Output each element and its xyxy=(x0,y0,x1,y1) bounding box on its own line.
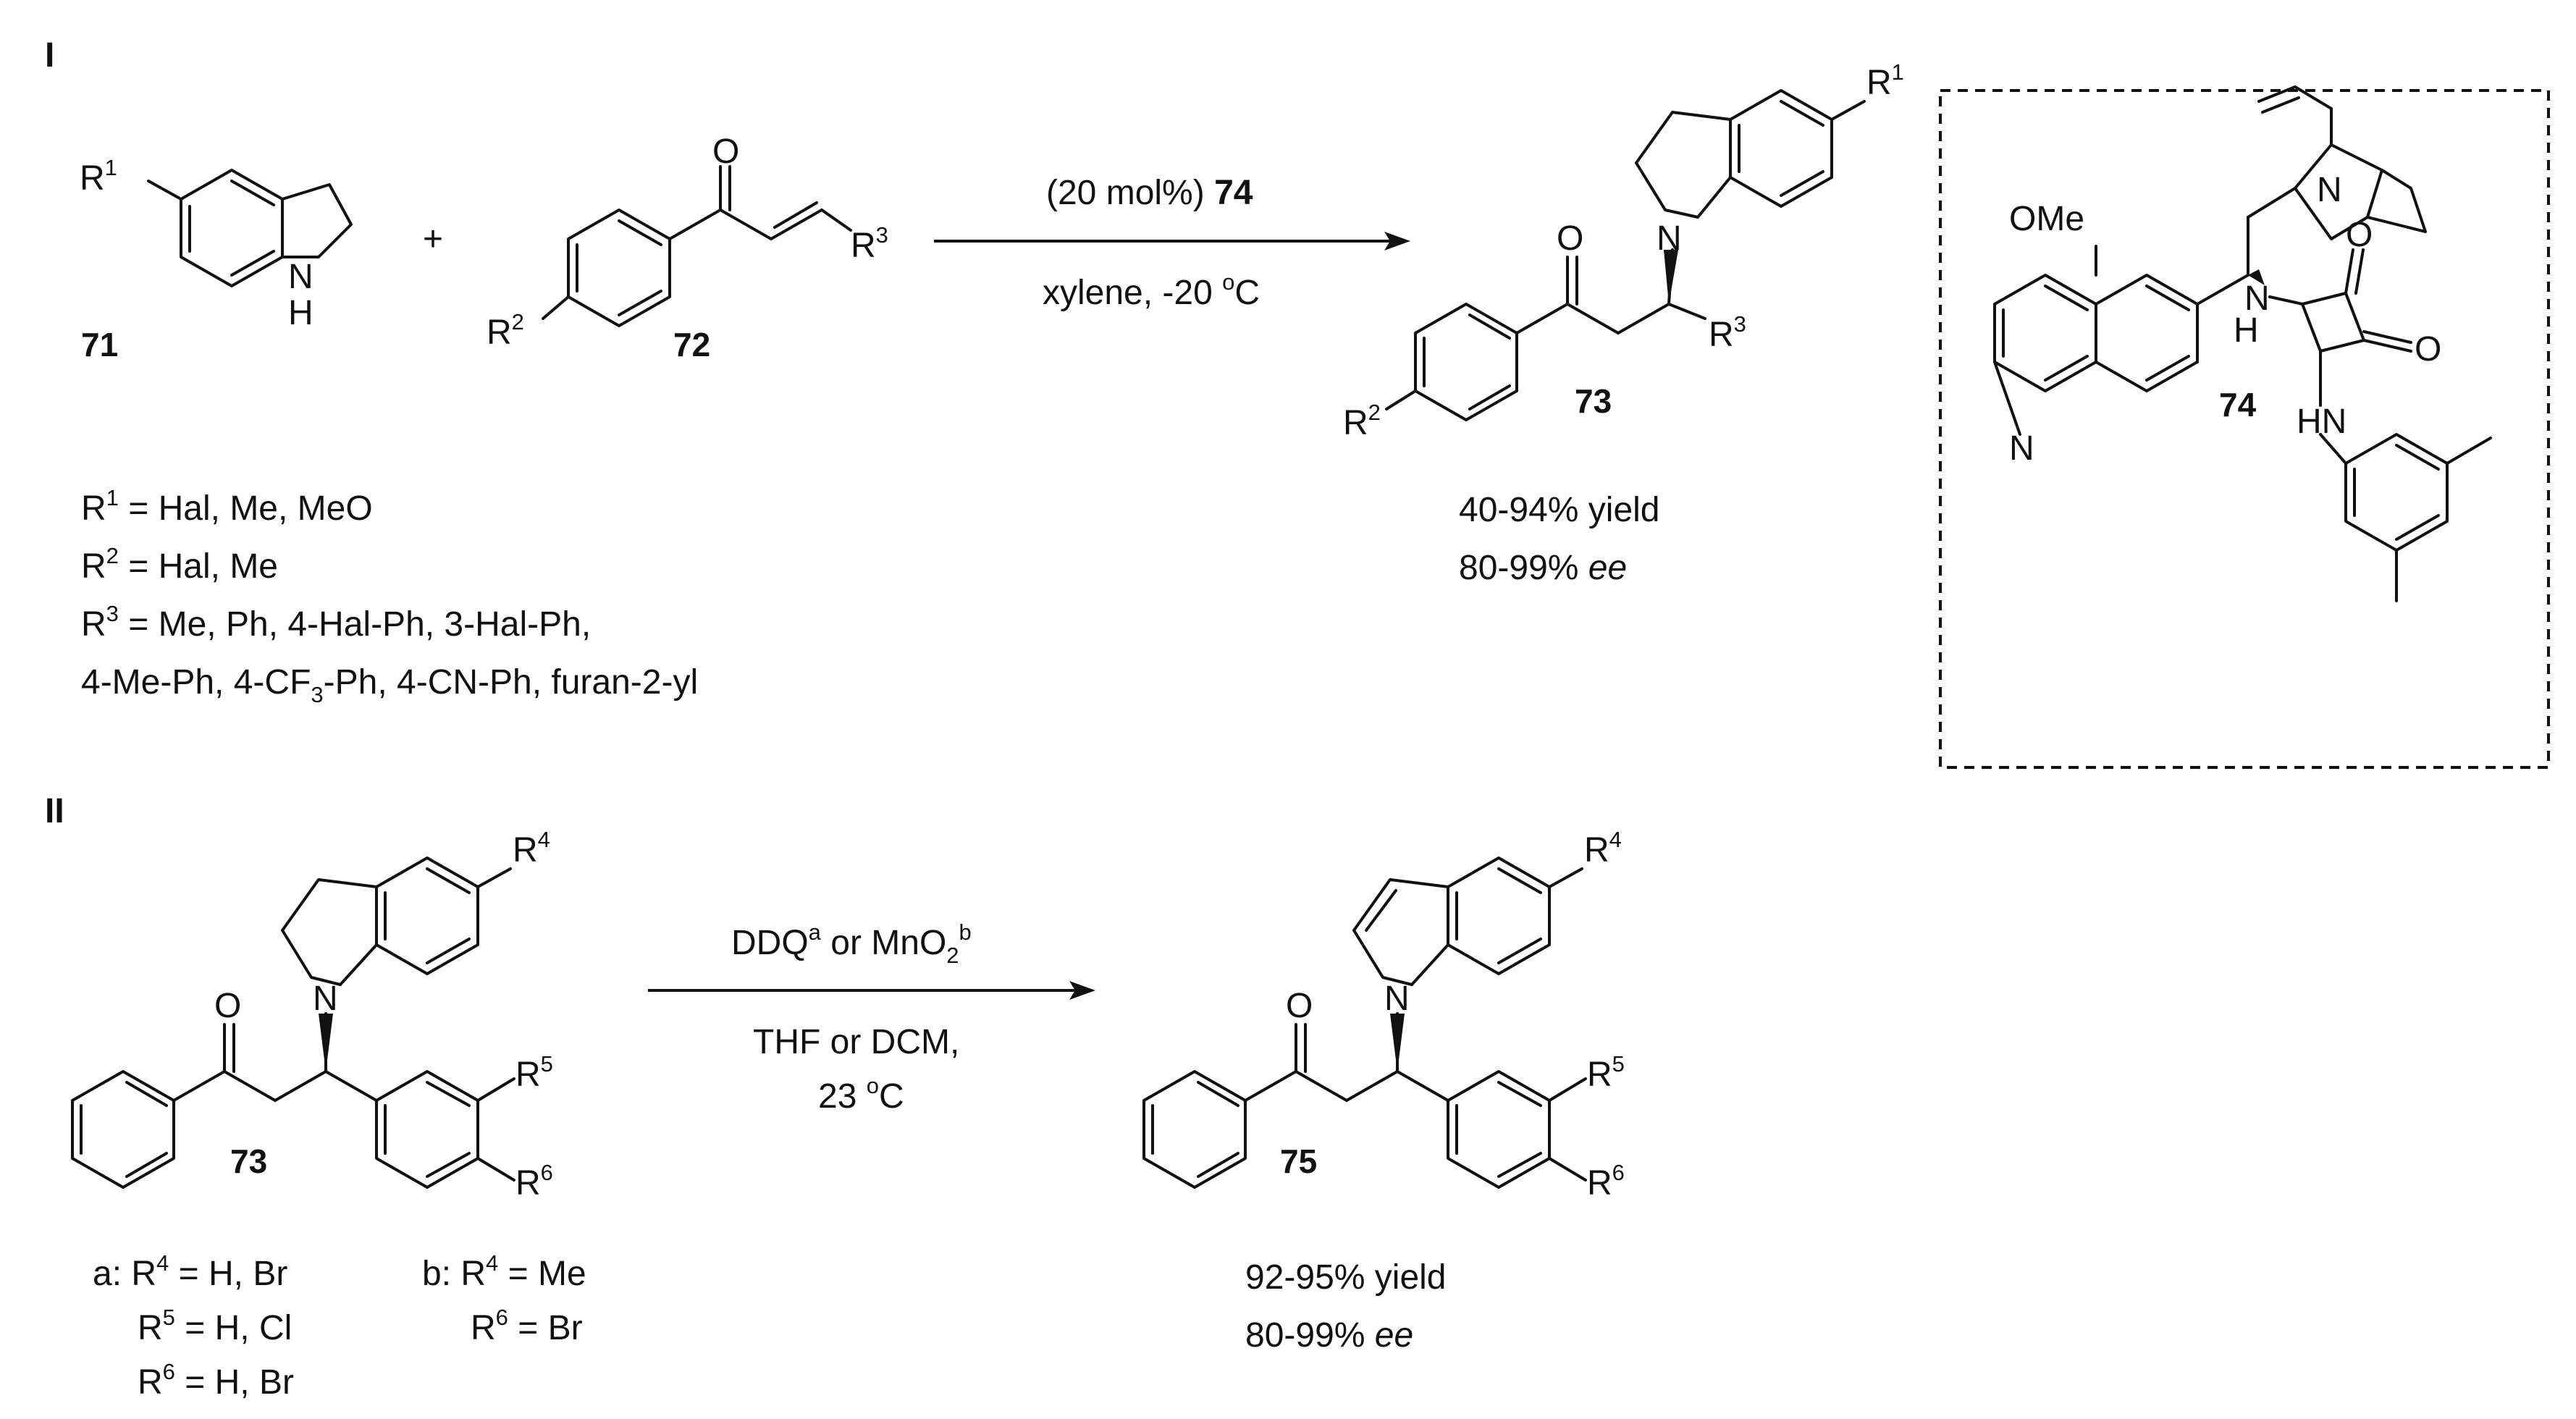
conditions-I: xylene, -20 oC xyxy=(1043,269,1260,312)
nitrogen-label-75: N xyxy=(1384,980,1410,1018)
a-r6-definition: R6 = H, Br xyxy=(138,1359,294,1402)
compound-label-75: 75 xyxy=(1280,1142,1317,1180)
ee-I: 80-99% ee xyxy=(1459,549,1627,587)
r2-label-72: R2 xyxy=(487,309,524,352)
yield-I: 40-94% yield xyxy=(1459,491,1660,529)
oxygen-label-75: O xyxy=(1286,987,1313,1025)
indoline-71-structure xyxy=(147,169,353,287)
r1-label-73: R1 xyxy=(1866,59,1904,102)
compound-label-72: 72 xyxy=(673,326,710,363)
squaramide-o2-label-74: O xyxy=(2415,330,2441,369)
oxygen-label-72: O xyxy=(712,132,739,171)
r3-definition: R3 = Me, Ph, 4-Hal-Ph, 3-Hal-Ph, xyxy=(81,601,591,644)
r2-definition: R2 = Hal, Me xyxy=(81,543,278,586)
stereo-wedge-74 xyxy=(2248,269,2265,285)
stereo-wedge-73b xyxy=(319,1014,333,1071)
yield-II: 92-95% yield xyxy=(1245,1258,1447,1297)
r3-definition-cont: 4-Me-Ph, 4-CF3-Ph, 4-CN-Ph, furan-2-yl xyxy=(81,663,698,707)
nitrogen-label-73: N xyxy=(1657,219,1682,258)
r1-label-71: R1 xyxy=(80,155,117,198)
nh-label-71: N xyxy=(288,258,313,296)
b-r4-definition: b: R4 = Me xyxy=(422,1250,586,1293)
temperature-II: 23 oC xyxy=(818,1073,904,1116)
reaction-arrow-II xyxy=(648,981,1095,1000)
a-r5-definition: R5 = H, Cl xyxy=(138,1305,292,1347)
quinuclidine-n-label-74: N xyxy=(2317,171,2342,209)
substrate-73-structure xyxy=(71,856,515,1189)
indole-75-structure xyxy=(1142,856,1587,1189)
r6-label-73b: R6 xyxy=(515,1160,553,1203)
amine-n-label-74: N xyxy=(2244,279,2270,318)
r6-label-75: R6 xyxy=(1587,1160,1625,1203)
r5-label-73b: R5 xyxy=(515,1051,553,1094)
catalyst-74-structure xyxy=(1993,85,2492,602)
section-label-I: I xyxy=(45,36,54,75)
oxygen-label-73: O xyxy=(1557,219,1583,258)
nh-h-label-71: H xyxy=(288,294,313,332)
product-73-structure xyxy=(1385,89,1866,421)
compound-label-74: 74 xyxy=(2219,386,2257,424)
methoxy-label-74: OMe xyxy=(2009,200,2084,238)
solvent-II: THF or DCM, xyxy=(753,1023,959,1061)
stereo-wedge-75 xyxy=(1390,1014,1405,1071)
reagents-II: DDQa or MnO2b xyxy=(731,919,972,968)
nitrogen-label-73b: N xyxy=(313,980,338,1018)
r5-label-75: R5 xyxy=(1587,1051,1625,1094)
r4-label-75: R4 xyxy=(1584,827,1622,869)
amine-h-label-74: H xyxy=(2234,311,2259,350)
quinoline-n-label-74: N xyxy=(2009,429,2034,468)
r3-label-72: R3 xyxy=(851,222,888,265)
b-r6-definition: R6 = Br xyxy=(471,1305,583,1347)
enone-72-structure xyxy=(542,165,852,327)
compound-label-73: 73 xyxy=(1575,382,1612,420)
r1-definition: R1 = Hal, Me, MeO xyxy=(81,485,373,528)
ee-II: 80-99% ee xyxy=(1245,1316,1413,1355)
a-r4-definition: a: R4 = H, Br xyxy=(93,1250,287,1293)
section-label-II: II xyxy=(45,792,64,830)
catalyst-box xyxy=(1939,89,2550,769)
compound-label-73b: 73 xyxy=(230,1142,267,1180)
anilino-hn-label-74: HN xyxy=(2297,403,2346,441)
catalyst-loading-I: (20 mol%) 74 xyxy=(1046,174,1253,212)
oxygen-label-73b: O xyxy=(214,987,241,1025)
plus-sign: + xyxy=(423,220,443,258)
stereo-wedge-73 xyxy=(1664,250,1678,304)
compound-label-71: 71 xyxy=(81,326,118,363)
r4-label-73b: R4 xyxy=(513,827,550,869)
squaramide-o1-label-74: O xyxy=(2346,216,2373,254)
r2-label-73: R2 xyxy=(1343,400,1381,442)
reaction-arrow-I xyxy=(934,232,1410,250)
r3-label-73: R3 xyxy=(1709,311,1746,354)
